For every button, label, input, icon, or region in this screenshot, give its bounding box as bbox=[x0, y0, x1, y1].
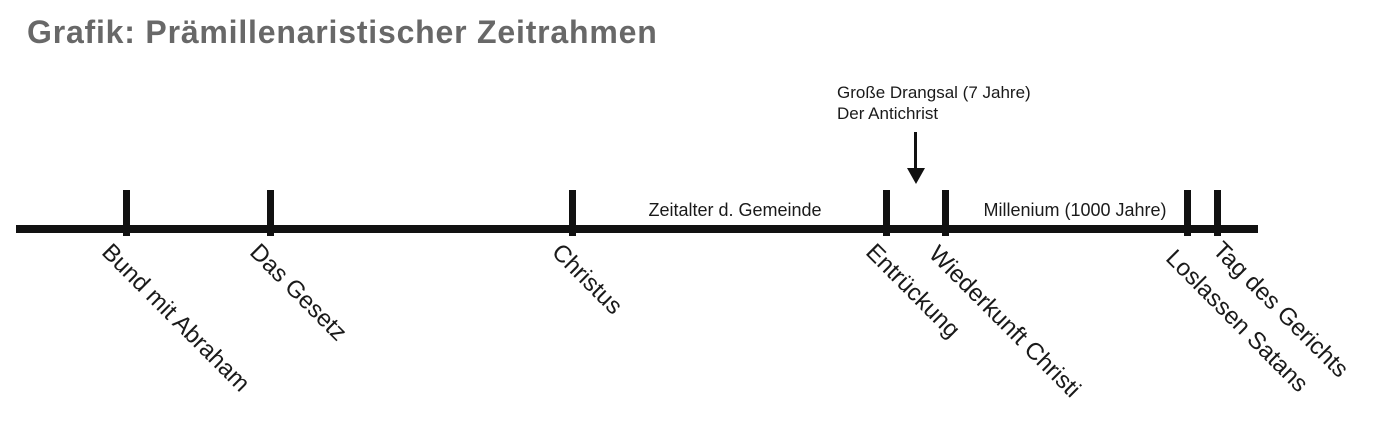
event-label: Christus bbox=[546, 238, 628, 320]
event-tick bbox=[123, 190, 130, 236]
event-tick bbox=[883, 190, 890, 236]
down-arrow-head-icon bbox=[907, 168, 925, 184]
annotation-line-2: Der Antichrist bbox=[837, 104, 939, 123]
timeline-axis bbox=[16, 225, 1258, 233]
event-tick bbox=[569, 190, 576, 236]
event-label: Das Gesetz bbox=[244, 238, 353, 347]
era-label: Zeitalter d. Gemeinde bbox=[648, 200, 822, 220]
event-tick bbox=[942, 190, 949, 236]
event-tick bbox=[267, 190, 274, 236]
tribulation-annotation: Große Drangsal (7 Jahre) Der Antichrist bbox=[837, 82, 1031, 124]
event-label: Bund mit Abraham bbox=[96, 238, 256, 398]
event-tick bbox=[1184, 190, 1191, 236]
era-label: Millenium (1000 Jahre) bbox=[983, 200, 1167, 220]
page-title: Grafik: Prämillenaristischer Zeitrahmen bbox=[27, 14, 658, 50]
down-arrow-icon bbox=[914, 132, 917, 170]
annotation-line-1: Große Drangsal (7 Jahre) bbox=[837, 83, 1031, 102]
event-tick bbox=[1214, 190, 1221, 236]
